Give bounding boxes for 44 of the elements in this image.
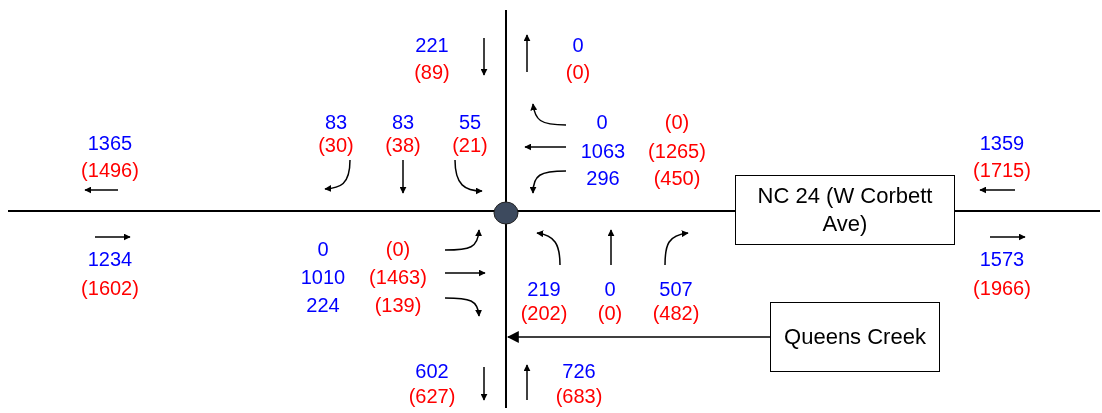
traffic-volume: (38): [385, 134, 421, 156]
traffic-volume: 1365: [87, 132, 133, 154]
traffic-volume: 224: [306, 294, 340, 316]
traffic-volume: (0): [597, 302, 623, 324]
traffic-volume: (1602): [81, 277, 139, 299]
traffic-volume: 1063: [580, 140, 626, 162]
traffic-volume: 0: [317, 238, 329, 260]
traffic-volume: (627): [408, 385, 456, 407]
traffic-volume: 83: [324, 111, 348, 133]
traffic-volume: (1715): [973, 159, 1031, 181]
traffic-volume: (21): [452, 134, 488, 156]
traffic-volume: 0: [596, 111, 608, 133]
traffic-volume: (1496): [81, 159, 139, 181]
traffic-volume: 507: [659, 278, 693, 300]
traffic-volume: 219: [527, 278, 561, 300]
traffic-volume: (450): [653, 167, 701, 189]
traffic-volume: 1234: [87, 248, 133, 270]
traffic-volume: 0: [604, 278, 616, 300]
traffic-volume: 602: [415, 360, 449, 382]
traffic-volume: 1010: [300, 266, 346, 288]
traffic-volume: 221: [415, 34, 449, 56]
traffic-volume: (0): [385, 238, 411, 260]
traffic-volume: 0: [572, 34, 584, 56]
traffic-volume: (0): [664, 111, 690, 133]
traffic-volume: 55: [458, 111, 482, 133]
road-line: [505, 9, 507, 409]
traffic-volume: (202): [520, 302, 568, 324]
traffic-volume: 83: [391, 111, 415, 133]
traffic-volume: (0): [565, 61, 591, 83]
street-name-label: Queens Creek: [770, 302, 940, 372]
traffic-volume: (139): [374, 294, 422, 316]
traffic-volume: (482): [652, 302, 700, 324]
traffic-volume: (1966): [973, 277, 1031, 299]
traffic-volume: (1463): [369, 266, 427, 288]
leader-line: [506, 331, 771, 343]
traffic-volume: 726: [562, 360, 596, 382]
traffic-volume: (683): [555, 385, 603, 407]
traffic-volume: 1359: [979, 132, 1025, 154]
traffic-volume: (1265): [648, 140, 706, 162]
traffic-volume: 1573: [979, 248, 1025, 270]
street-name-label: NC 24 (W Corbett Ave): [735, 175, 955, 245]
traffic-volume: 296: [586, 167, 620, 189]
traffic-volume: (30): [318, 134, 354, 156]
traffic-volume: (89): [414, 61, 450, 83]
